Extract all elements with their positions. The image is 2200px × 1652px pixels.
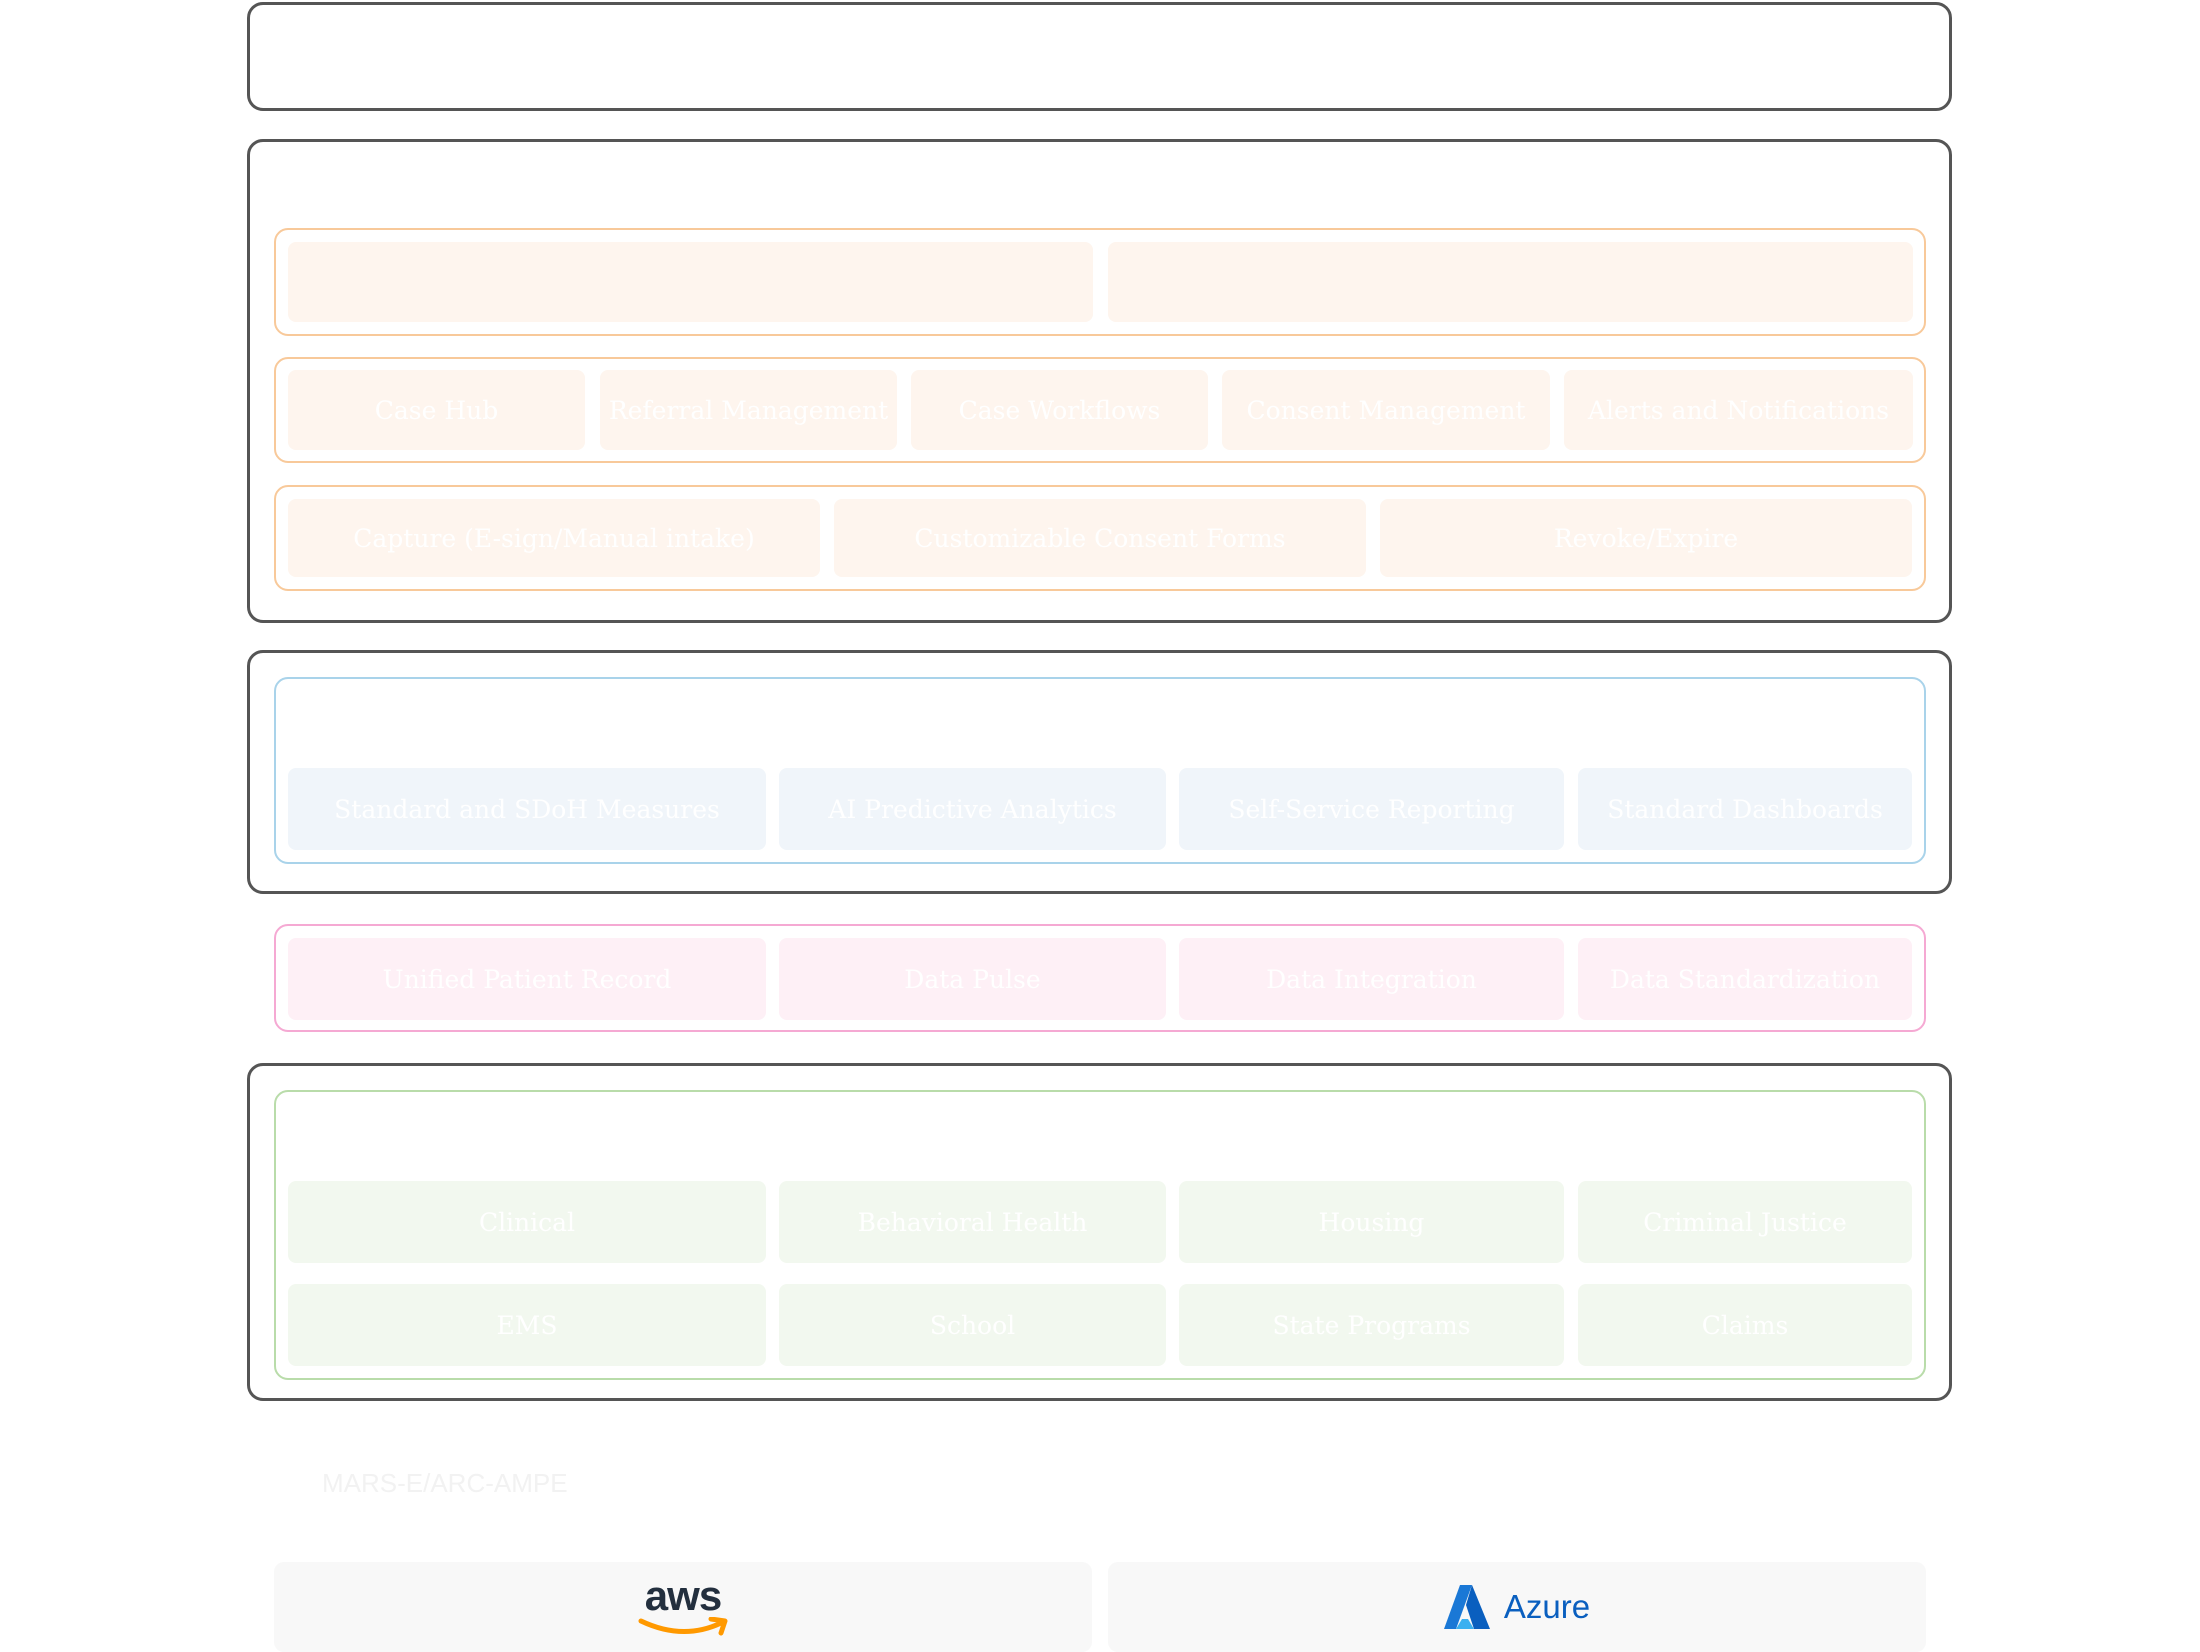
ai-predictive-analytics-tile: AI Predictive Analytics — [779, 768, 1166, 850]
aws-cloud-tile: aws — [274, 1562, 1092, 1652]
analytics-frame — [247, 650, 1952, 894]
top-banner-frame — [247, 2, 1952, 111]
engagement-frame — [247, 139, 1952, 623]
referral-management-tile: Referral Management — [600, 370, 897, 450]
housing-tile: Housing — [1179, 1181, 1564, 1263]
analytics-group — [274, 677, 1926, 864]
self-service-reporting-tile: Self-Service Reporting — [1179, 768, 1564, 850]
engagement-tile-2 — [1108, 242, 1913, 322]
case-workflows-tile: Case Workflows — [911, 370, 1208, 450]
azure-a-icon — [1443, 1585, 1490, 1629]
engagement-group-row2 — [274, 357, 1926, 463]
capture-tile: Capture (E-sign/Manual intake) — [288, 499, 820, 577]
data-core-group — [274, 924, 1926, 1032]
data-standardization-tile: Data Standardization — [1578, 938, 1912, 1020]
sources-frame — [247, 1063, 1952, 1401]
azure-label: Azure — [1503, 1588, 1591, 1625]
consent-management-tile: Consent Management — [1222, 370, 1550, 450]
engagement-group-row1 — [274, 228, 1926, 336]
behavioral-health-tile: Behavioral Health — [779, 1181, 1166, 1263]
claims-tile: Claims — [1578, 1284, 1912, 1366]
revoke-expire-tile: Revoke/Expire — [1380, 499, 1912, 577]
azure-logo: Azure — [1443, 1585, 1591, 1629]
azure-cloud-tile: Azure — [1108, 1562, 1926, 1652]
data-pulse-tile: Data Pulse — [779, 938, 1166, 1020]
engagement-group-row3 — [274, 485, 1926, 591]
criminal-justice-tile: Criminal Justice — [1578, 1181, 1912, 1263]
data-integration-tile: Data Integration — [1179, 938, 1564, 1020]
consent-forms-tile: Customizable Consent Forms — [834, 499, 1366, 577]
case-hub-tile: Case Hub — [288, 370, 585, 450]
sdoh-measures-tile: Standard and SDoH Measures — [288, 768, 766, 850]
ems-tile: EMS — [288, 1284, 766, 1366]
state-programs-tile: State Programs — [1179, 1284, 1564, 1366]
standard-dashboards-tile: Standard Dashboards — [1578, 768, 1912, 850]
school-tile: School — [779, 1284, 1166, 1366]
engagement-tile-1 — [288, 242, 1093, 322]
aws-smile-icon — [638, 1617, 728, 1636]
aws-label: aws — [644, 1572, 722, 1619]
unified-patient-record-tile: Unified Patient Record — [288, 938, 766, 1020]
sources-group — [274, 1090, 1926, 1380]
aws-logo: aws — [637, 1575, 729, 1639]
clinical-tile: Clinical — [288, 1181, 766, 1263]
compliance-footnote: MARS-E/ARC-AMPE — [322, 1468, 568, 1498]
alerts-notifications-tile: Alerts and Notifications — [1564, 370, 1913, 450]
